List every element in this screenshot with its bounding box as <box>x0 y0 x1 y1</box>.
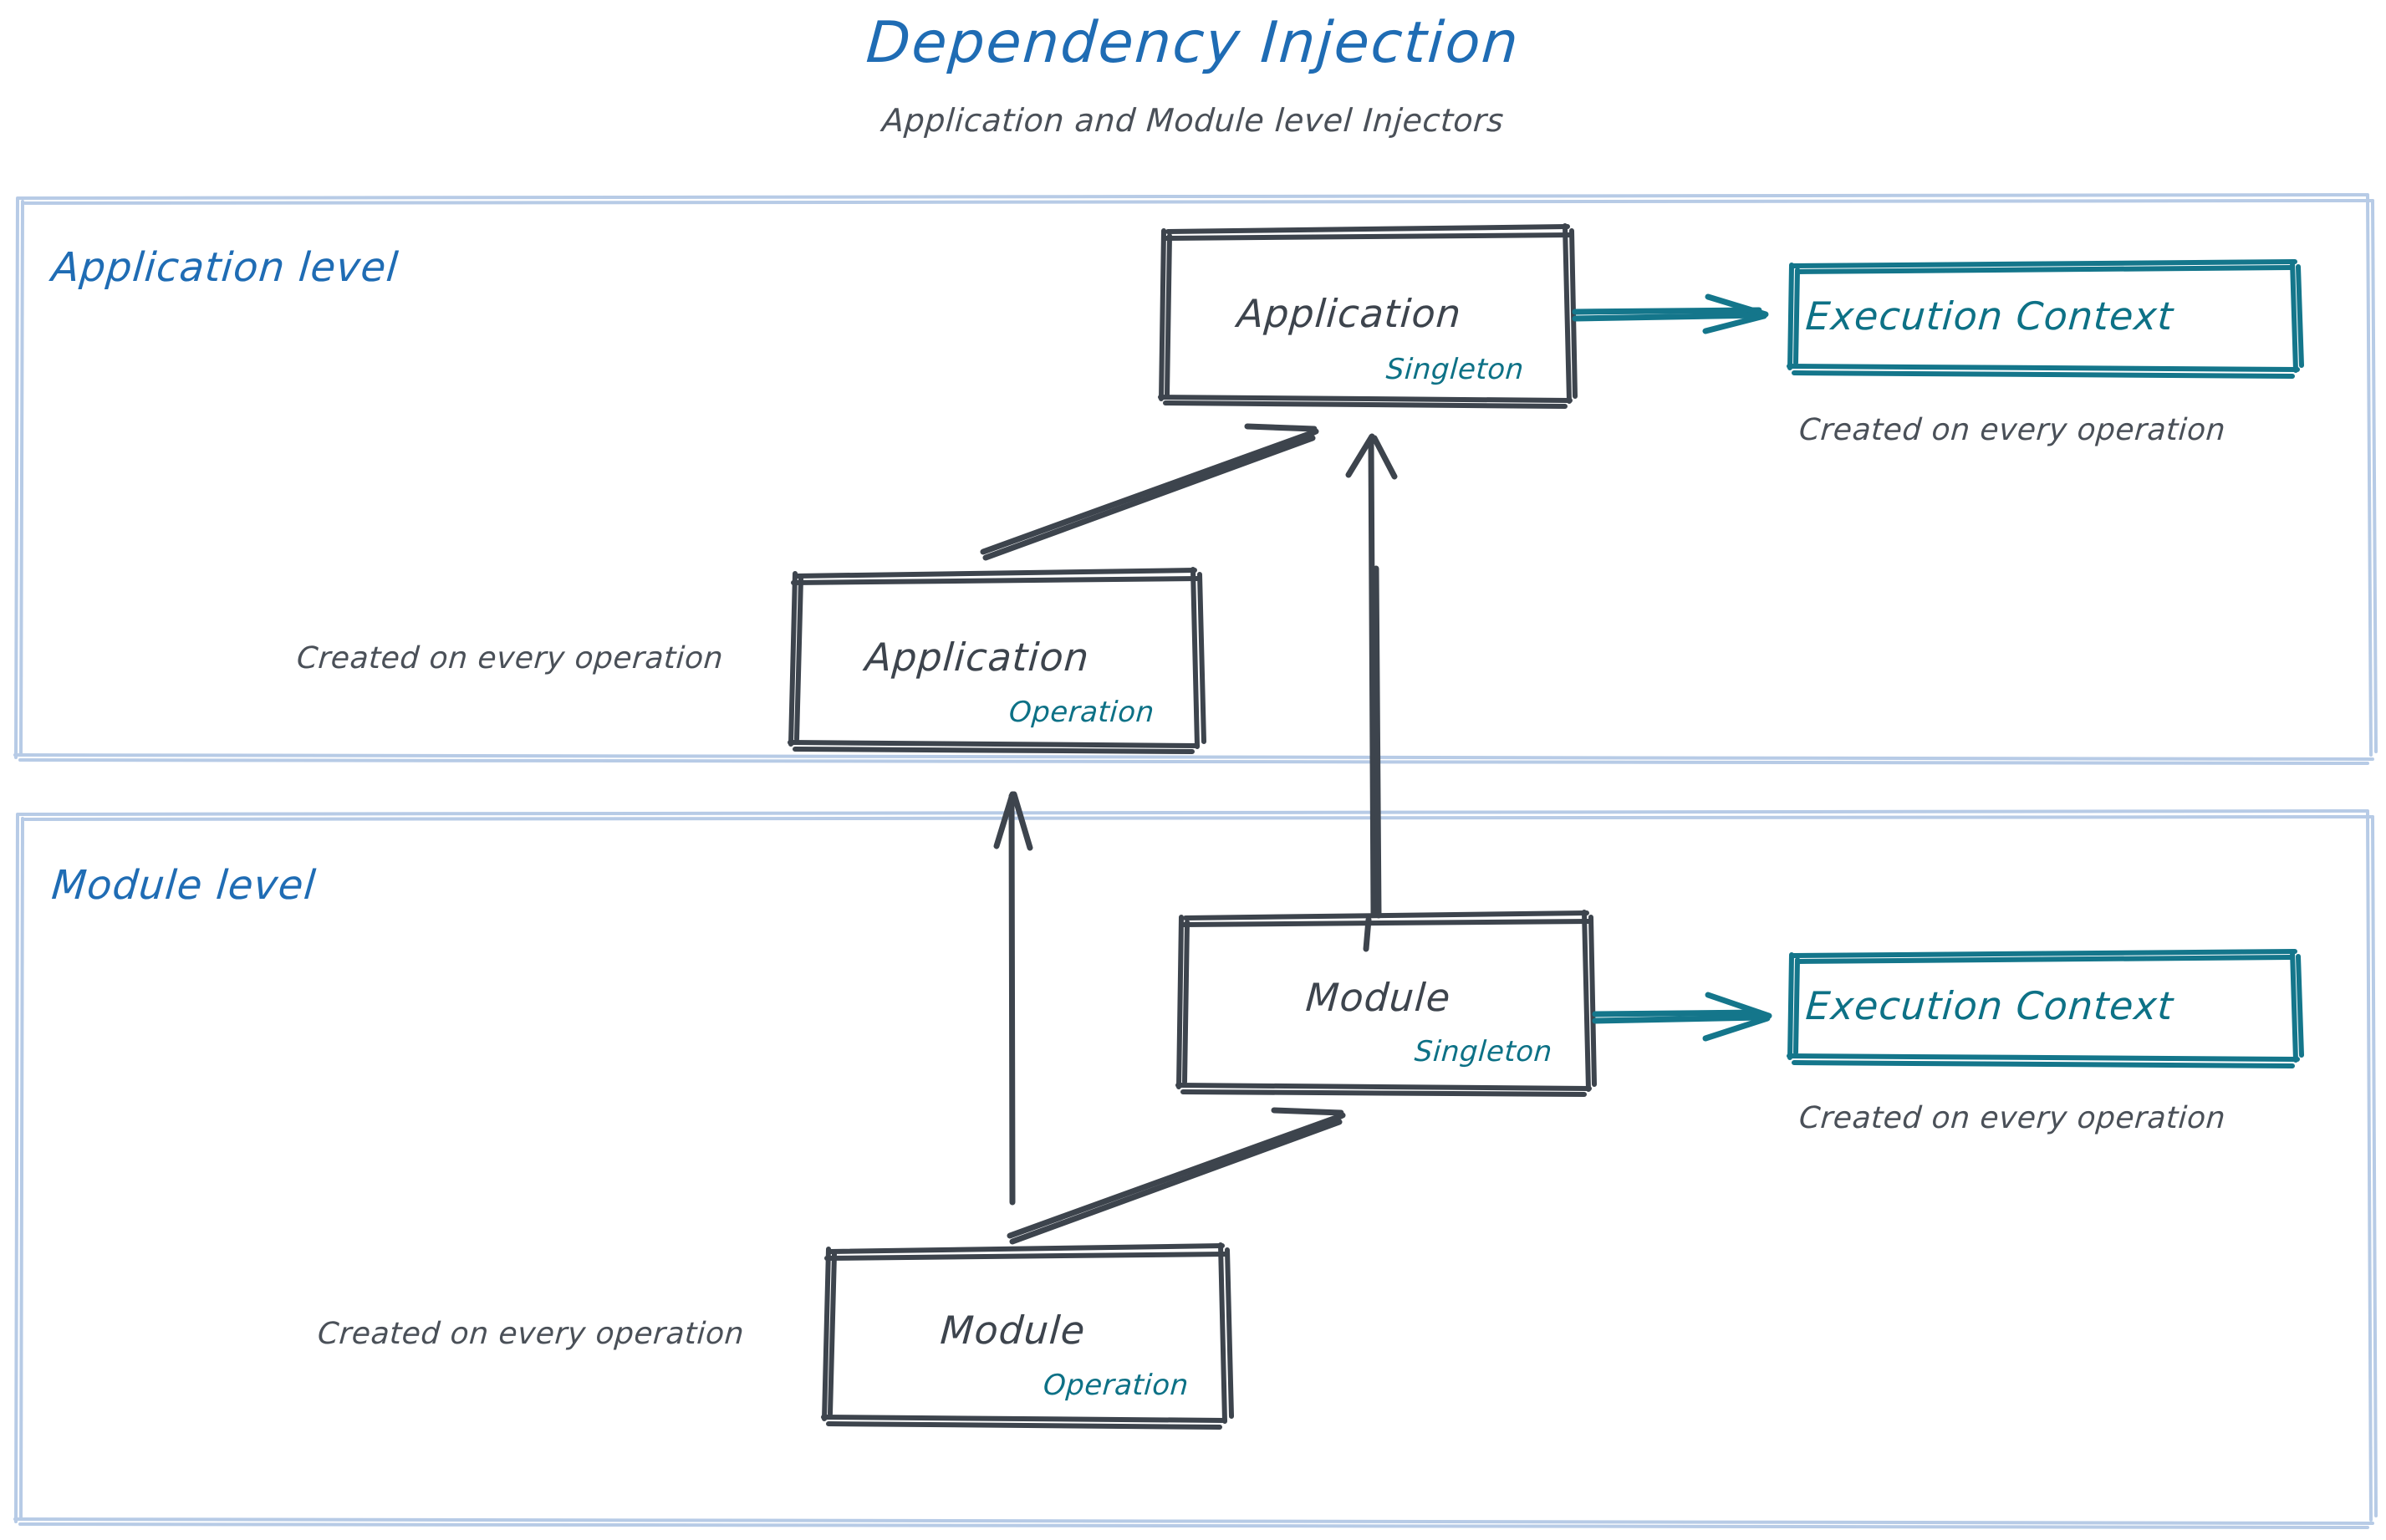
node-title-module-operation: Module <box>939 1308 1088 1353</box>
arrow-module-singleton-to-execution-context <box>1592 992 1772 1042</box>
arrow-application-singleton-to-execution-context <box>1572 293 1769 334</box>
node-title-application-singleton: Application <box>1236 291 1463 336</box>
arrow-module-operation-to-application-operation <box>993 791 1033 1206</box>
node-title-application-operation: Application <box>864 635 1091 680</box>
node-scope-application-operation: Operation <box>1007 696 1156 729</box>
page-title: Dependency Injection <box>864 10 1522 76</box>
arrow-module-operation-to-module-singleton <box>1007 1107 1346 1245</box>
node-scope-module-singleton: Singleton <box>1413 1035 1554 1068</box>
arrow-module-singleton-to-application-singleton <box>1345 433 1398 952</box>
node-title-application-execution-context: Execution Context <box>1804 293 2175 339</box>
page-subtitle: Application and Module level Injectors <box>880 102 1506 139</box>
note-module-execution-context: Created on every operation <box>1797 1101 2227 1135</box>
note-application-execution-context: Created on every operation <box>1797 413 2227 447</box>
zone-container-module-level <box>13 809 2378 1529</box>
note-module-operation: Created on every operation <box>316 1317 746 1351</box>
note-application-operation: Created on every operation <box>295 641 725 676</box>
arrow-application-operation-to-application-singleton <box>980 423 1319 561</box>
zone-label-application-level: Application level <box>49 244 401 291</box>
node-scope-application-singleton: Singleton <box>1384 353 1526 386</box>
node-title-module-execution-context: Execution Context <box>1804 983 2175 1028</box>
zone-label-module-level: Module level <box>49 862 319 909</box>
node-title-module-singleton: Module <box>1304 975 1453 1020</box>
node-scope-module-operation: Operation <box>1042 1369 1190 1402</box>
